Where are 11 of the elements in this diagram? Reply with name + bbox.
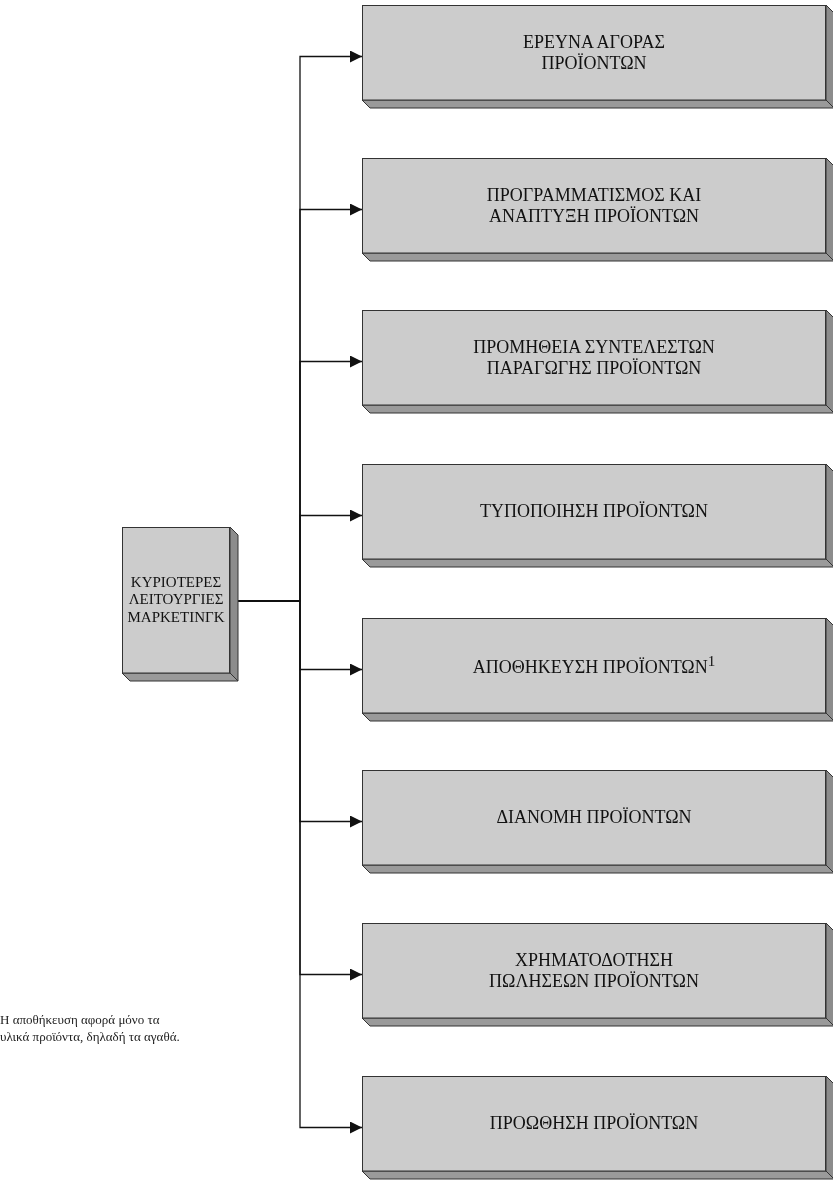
connector-arrow [237,600,363,1134]
box-label: ΕΡΕΥΝΑ ΑΓΟΡΑΣ ΠΡΟΪΟΝΤΩΝ [522,31,666,74]
box-label: ΠΡΟΩΘΗΣΗ ΠΡΟΪΟΝΤΩΝ [489,1113,699,1134]
box-label: ΤΥΠΟΠΟΙΗΣΗ ΠΡΟΪΟΝΤΩΝ [480,501,708,522]
box-label: ΑΠΟΘΗΚΕΥΣΗ ΠΡΟΪΟΝΤΩΝ$^{1}$ [472,653,716,678]
box-label: ΔΙΑΝΟΜΗ ΠΡΟΪΟΝΤΩΝ [496,807,692,828]
box-label: ΚΥΡΙΟΤΕΡΕΣ ΛΕΙΤΟΥΡΓΙΕΣ ΜΑΡΚΕΤΙΝΓΚ [126,574,226,626]
box-label: ΠΡΟΜΗΘΕΙΑ ΣΥΝΤΕΛΕΣΤΩΝ ΠΑΡΑΓΩΓΗΣ ΠΡΟΪΟΝΤΩΝ [472,336,716,379]
footnote-text: Η αποθήκευση αφορά μόνο τα υλικά προϊόντα, δηλαδή τα αγαθά. [0,1012,181,1046]
box-label: ΠΡΟΓΡΑΜΜΑΤΙΣΜΟΣ ΚΑΙ ΑΝΑΠΤΥΞΗ ΠΡΟΪΟΝΤΩΝ [485,184,703,227]
box-label: ΧΡΗΜΑΤΟΔΟΤΗΣΗ ΠΩΛΗΣΕΩΝ ΠΡΟΪΟΝΤΩΝ [488,949,700,992]
